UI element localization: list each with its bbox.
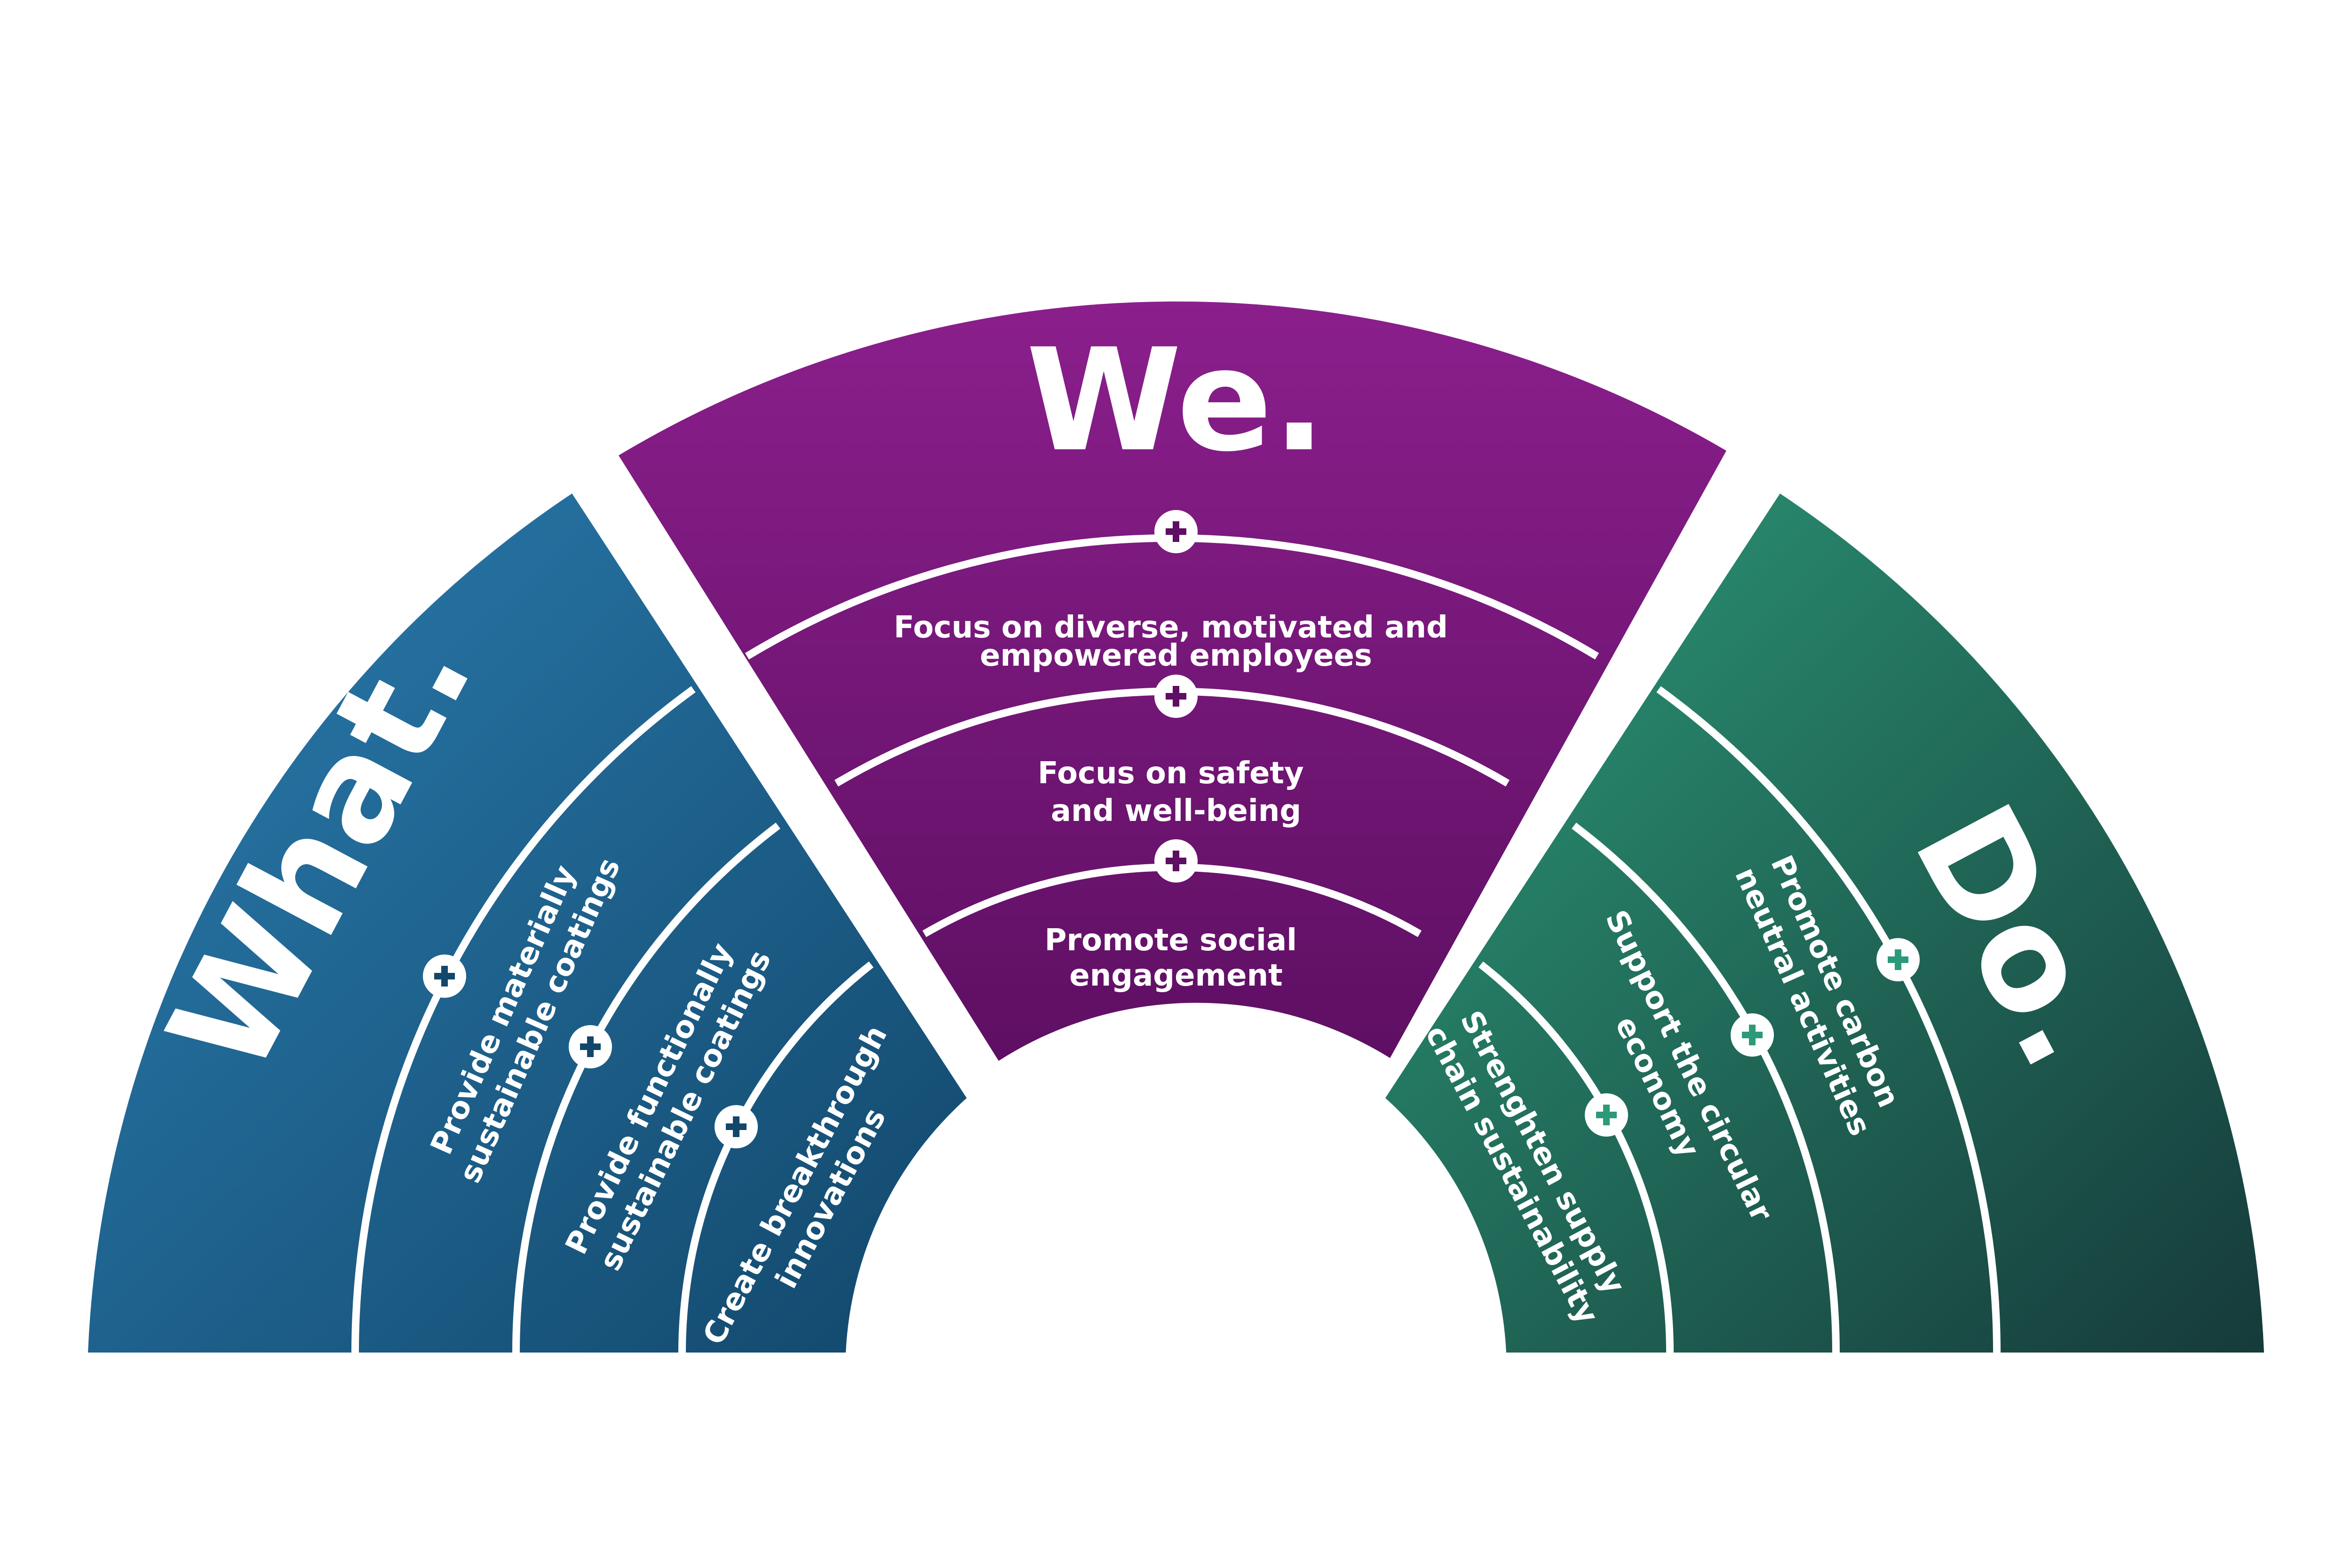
plus-icon <box>434 966 455 987</box>
sector-what: What. Provide materially sustainab <box>88 493 967 1353</box>
plus-icon <box>1166 686 1186 707</box>
plus-icon <box>580 1036 601 1057</box>
sector-do: Do. Promote carbon neutral activit <box>1385 493 2264 1353</box>
sector-we: We. Focus on diverse, motivated and <box>619 301 1726 1061</box>
do-ring-1 <box>1656 686 2001 1353</box>
what-badge-2 <box>569 1025 612 1068</box>
plus-icon <box>1166 521 1186 542</box>
we-item-2-label: Focus on safety and well-being <box>1038 756 1314 828</box>
we-badge-1 <box>1154 510 1198 553</box>
we-badge-3 <box>1154 839 1198 883</box>
we-title: We. <box>1026 318 1326 483</box>
do-ring-2 <box>1572 822 1840 1353</box>
we-badge-2 <box>1154 675 1198 718</box>
sector-do-shape <box>1385 493 2264 1353</box>
do-ring-3 <box>1478 961 1674 1353</box>
what-badge-1 <box>423 955 466 998</box>
do-badge-3 <box>1585 1093 1628 1137</box>
do-badge-1 <box>1876 938 1920 981</box>
plus-icon <box>1166 851 1186 871</box>
we-item-1-label: Focus on diverse, motivated and empowere… <box>894 610 1458 673</box>
do-badge-2 <box>1731 1013 1774 1057</box>
what-badge-3 <box>715 1105 758 1148</box>
we-item-3-label: Promote social engagement <box>1045 923 1308 993</box>
plus-icon <box>1742 1025 1763 1045</box>
plus-icon <box>726 1116 747 1137</box>
plus-icon <box>1596 1105 1617 1125</box>
plus-icon <box>1888 949 1908 970</box>
